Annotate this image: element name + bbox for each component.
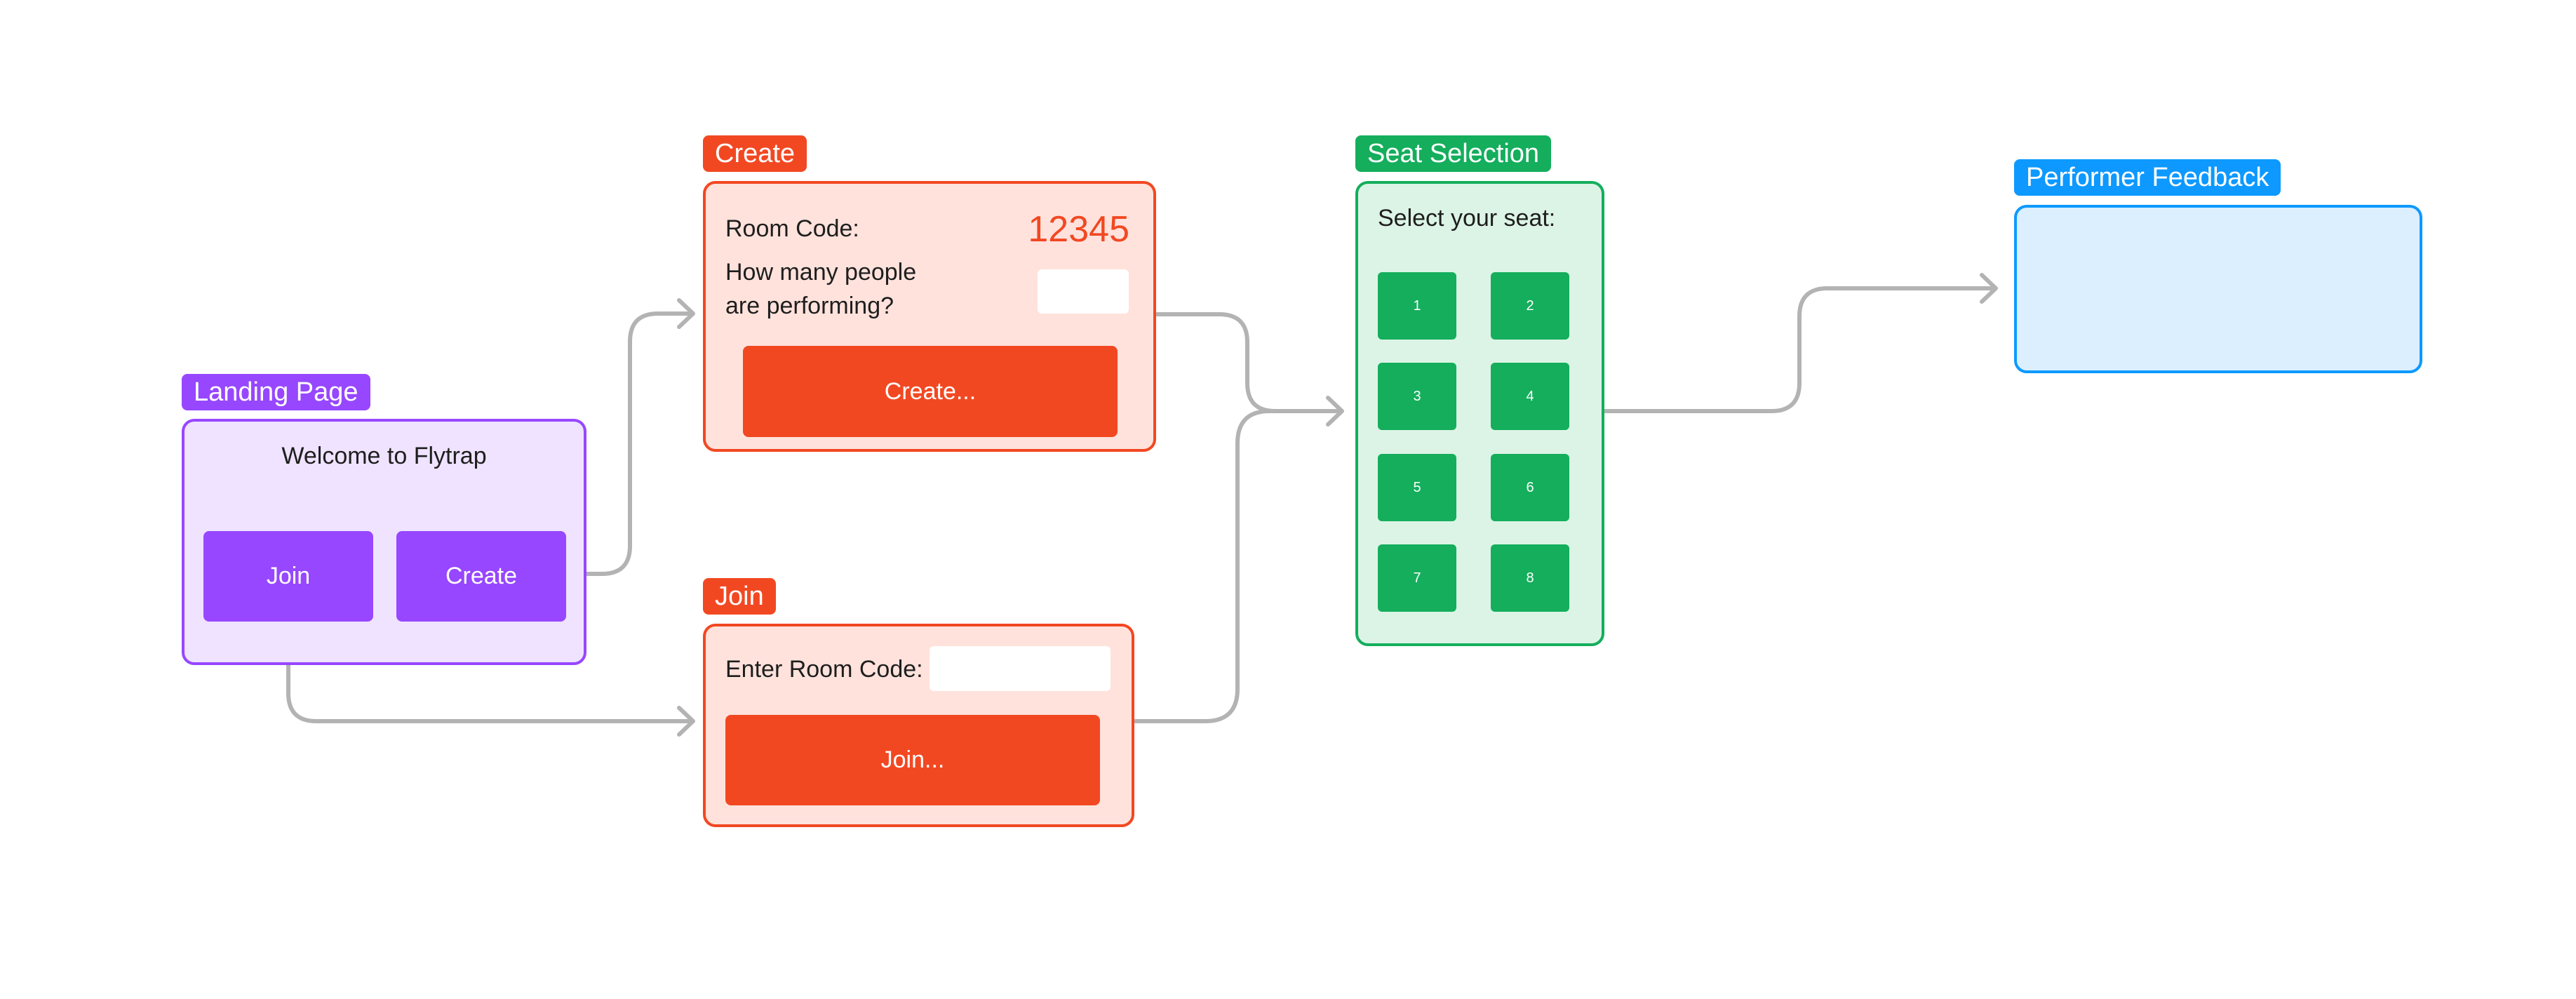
join-submit-button[interactable]: Join...	[725, 715, 1100, 805]
connector-seat-selection-to-performer-feedback	[1602, 286, 1997, 413]
performers-count-input[interactable]	[1038, 269, 1129, 314]
seat-4-button[interactable]: 4	[1491, 363, 1569, 430]
create-submit-button[interactable]: Create...	[743, 346, 1118, 437]
performers-question-line-1: How many people	[725, 259, 917, 286]
seat-3-button[interactable]: 3	[1378, 363, 1456, 430]
room-code-label: Room Code:	[725, 215, 859, 242]
landing-create-button[interactable]: Create	[396, 531, 566, 622]
performer-feedback-label: Performer Feedback	[2014, 159, 2281, 196]
room-code-value: 12345	[1028, 209, 1129, 250]
seat-2-button[interactable]: 2	[1491, 272, 1569, 340]
landing-join-button[interactable]: Join	[203, 531, 373, 622]
arrowhead-performer-feedback	[1980, 273, 1998, 304]
welcome-text: Welcome to Flytrap	[281, 443, 487, 469]
performer-feedback-frame	[2014, 205, 2422, 373]
join-label: Join	[703, 578, 776, 615]
connector-join-to-seat-selection	[1133, 409, 1343, 723]
seat-selection-label: Seat Selection	[1355, 135, 1552, 172]
seat-8-button[interactable]: 8	[1491, 544, 1569, 612]
seat-1-button[interactable]: 1	[1378, 272, 1456, 340]
enter-room-code-label: Enter Room Code:	[725, 656, 923, 683]
create-label: Create	[703, 135, 807, 172]
arrowhead-create	[677, 298, 695, 329]
seat-6-button[interactable]: 6	[1491, 454, 1569, 521]
room-code-input[interactable]	[930, 646, 1111, 691]
connector-create-to-seat-selection	[1154, 312, 1343, 413]
seat-5-button[interactable]: 5	[1378, 454, 1456, 521]
landing-page-label: Landing Page	[182, 374, 370, 410]
arrowhead-seat-selection	[1326, 396, 1344, 427]
seat-7-button[interactable]: 7	[1378, 544, 1456, 612]
seat-prompt: Select your seat:	[1378, 205, 1556, 232]
arrowhead-join	[677, 706, 695, 737]
performers-question-line-2: are performing?	[725, 293, 894, 319]
